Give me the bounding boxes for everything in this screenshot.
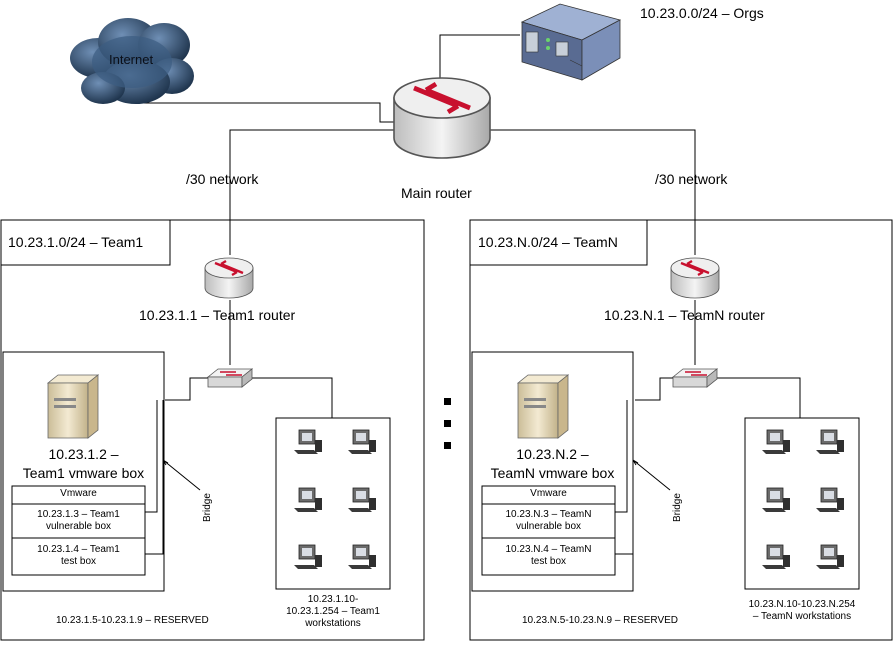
- teamn-ws-box: [744, 417, 860, 590]
- team1-subnet-box: [0, 219, 171, 266]
- team1-group: [0, 219, 425, 641]
- teamn-vmware-header: Vmware: [530, 488, 567, 499]
- orgs-link: [439, 34, 520, 92]
- left-uplink: [229, 129, 398, 255]
- teamn-vmware-label: 10.23.N.2 – TeamN vmware box: [490, 446, 615, 481]
- left-link-label: /30 network: [186, 171, 259, 187]
- teamn-reserved-label: 10.23.N.5-10.23.N.9 – RESERVED: [522, 615, 679, 626]
- team1-router-label: 10.23.1.1 – Team1 router: [139, 307, 296, 323]
- team1-bridge-2: [145, 400, 164, 555]
- team1-bridge-1: [145, 400, 158, 513]
- teamn-host-box: [471, 351, 634, 592]
- internet-label: Internet: [109, 52, 154, 67]
- teamn-router-label: 10.23.N.1 – TeamN router: [604, 307, 765, 323]
- server-icon: [520, 3, 622, 81]
- teamn-bridge-arrow: [632, 459, 671, 491]
- teamn-switch-ws: [717, 377, 801, 418]
- orgs-label: 10.23.0.0/24 – Orgs: [640, 5, 764, 21]
- team1-bridge-label: Bridge: [202, 493, 213, 522]
- teamn-router-icon: [669, 256, 721, 300]
- team1-vmware-header: Vmware: [60, 488, 97, 499]
- teamn-group: [469, 219, 893, 641]
- team1-switch-host: [165, 377, 208, 401]
- team1-vmware-label: 10.23.1.2 – Team1 vmware box: [22, 446, 145, 481]
- teamn-switch-icon: [672, 368, 718, 388]
- router-icon: [394, 78, 490, 158]
- team1-switch-icon: [207, 368, 253, 388]
- main-router-label: Main router: [401, 185, 472, 201]
- team1-host-box: [2, 351, 165, 592]
- team1-ws-box: [275, 417, 391, 590]
- team1-subnet-label: 10.23.1.0/24 – Team1: [8, 234, 144, 250]
- team1-switch-ws: [252, 377, 333, 418]
- team1-zone: [0, 219, 425, 641]
- teamn-switch-host: [635, 377, 673, 401]
- teamn-ws-label: 10.23.N.10-10.23.N.254– TeamN workstatio…: [748, 599, 856, 622]
- right-link-label: /30 network: [655, 171, 728, 187]
- team1-pc-icons: [293, 429, 377, 570]
- teamn-vmware-host-icon: [516, 374, 570, 439]
- teamn-subnet-label: 10.23.N.0/24 – TeamN: [478, 234, 618, 250]
- internet-link: [135, 102, 398, 123]
- cloud-icon: [70, 18, 194, 104]
- ellipsis-dots: [444, 398, 451, 449]
- team1-reserved-label: 10.23.1.5-10.23.1.9 – RESERVED: [56, 615, 209, 626]
- teamn-bridge-label: Bridge: [672, 493, 683, 522]
- team1-vmware-host-icon: [46, 374, 100, 439]
- teamn-bridge-1: [615, 400, 628, 513]
- right-uplink: [488, 129, 696, 255]
- teamn-subnet-box: [469, 219, 648, 266]
- team1-bridge-arrow: [162, 459, 201, 491]
- teamn-zone: [469, 219, 893, 641]
- teamn-pc-icons: [761, 429, 845, 570]
- team1-router-icon: [203, 256, 255, 300]
